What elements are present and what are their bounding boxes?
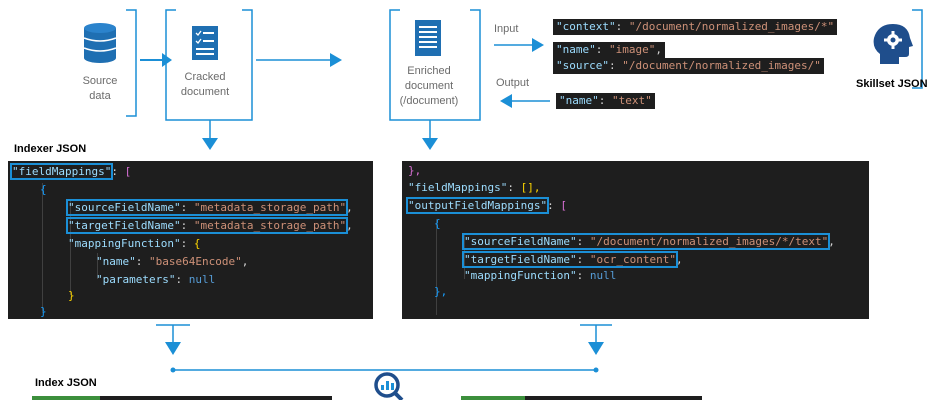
output-field-mappings-key: "outputFieldMappings" — [405, 197, 550, 214]
output-label: Output — [496, 77, 530, 89]
field-mappings-line: "fieldMappings": [ — [9, 163, 132, 180]
parameters-line: "parameters": null — [96, 273, 216, 286]
indexer-json-title: Indexer JSON — [14, 143, 87, 155]
source-field-line: "sourceFieldName": "/document/normalized… — [461, 233, 835, 250]
mapping-function-line: "mappingFunction": null — [464, 269, 617, 282]
input-source-snippet: "source": "/document/normalized_images/" — [553, 58, 824, 74]
target-field-line: "targetFieldName": "metadata_storage_pat… — [65, 217, 353, 234]
target-field-line: "targetFieldName": "ocr_content", — [462, 251, 683, 268]
output-name-snippet: "name": "text" — [556, 93, 655, 109]
close-brace-line: } — [40, 305, 47, 318]
open-brace-line: { — [40, 183, 47, 196]
ai-head-gear-icon — [873, 24, 913, 64]
database-icon — [83, 23, 117, 63]
name-line: "name": "base64Encode", — [96, 255, 249, 268]
close-brace-line: }, — [434, 285, 448, 298]
skillset-json-title: Skillset JSON — [856, 78, 928, 90]
mapping-function-line: "mappingFunction": { — [68, 237, 201, 250]
source-field-line: "sourceFieldName": "metadata_storage_pat… — [65, 199, 353, 216]
document-checklist-icon — [192, 26, 218, 60]
output-field-mappings-line: "outputFieldMappings": [ — [405, 197, 567, 214]
field-mappings-empty-line: "fieldMappings": [], — [408, 181, 541, 194]
search-index-icon — [374, 372, 404, 400]
input-context-snippet: "context": "/document/normalized_images/… — [553, 19, 838, 35]
index-json-title: Index JSON — [35, 377, 97, 389]
indexer-json-code: "fieldMappings": [ { "sourceFieldName": … — [8, 161, 373, 319]
input-label: Input — [494, 23, 519, 35]
closing-brace-line: }, — [408, 164, 422, 177]
index-json-code-left — [32, 396, 332, 400]
field-mappings-key: "fieldMappings" — [9, 163, 114, 180]
document-lines-icon — [415, 20, 441, 56]
output-field-mappings-code: }, "fieldMappings": [], "outputFieldMapp… — [402, 161, 869, 319]
close-inner-brace-line: } — [68, 289, 75, 302]
index-json-code-right — [461, 396, 702, 400]
open-brace-line: { — [434, 217, 441, 230]
input-name-snippet: "name": "image", — [553, 42, 665, 58]
